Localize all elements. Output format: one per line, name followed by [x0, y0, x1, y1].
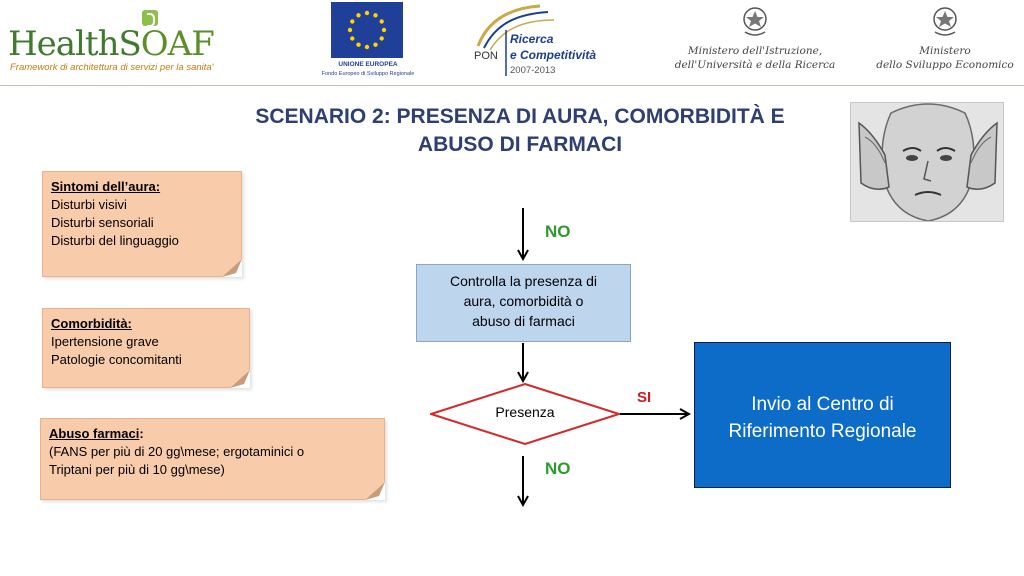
pon-label: PON: [474, 50, 498, 62]
eu-logo: UNIONE EUROPEA Fondo Europeo di Sviluppo…: [303, 2, 433, 82]
page-fold-icon: [230, 370, 250, 388]
label-si: SI: [637, 389, 652, 406]
note-comorbidity-heading: Comorbidità:: [51, 316, 132, 331]
headache-face-image: [850, 102, 1004, 222]
note-aura-symptoms: Sintomi dell’aura: Disturbi visivi Distu…: [42, 171, 242, 277]
page-fold-icon: [222, 259, 242, 277]
regional-center-box: Invio al Centro di Riferimento Regionale: [694, 342, 951, 488]
note-drug-abuse: Abuso farmaci: (FANS per più di 20 gg\me…: [40, 418, 385, 500]
italian-emblem-icon: [933, 7, 957, 36]
eu-label: UNIONE EUROPEA: [338, 61, 398, 68]
page-title: SCENARIO 2: PRESENZA DI AURA, COMORBIDIT…: [255, 105, 785, 156]
decision-diamond: [430, 383, 620, 445]
pon-logo: PON Ricerca e Competitività 2007-2013: [470, 2, 615, 84]
note-abuse-heading: Abuso farmaci: [49, 426, 140, 441]
healthsoaf-tagline: Framework di architettura di servizi per…: [10, 62, 214, 73]
pon-years: 2007-2013: [510, 65, 556, 76]
mise-name: Ministero dello Sviluppo Economico: [876, 45, 1014, 71]
healthsoaf-wordmark: HealthSOAF: [8, 24, 215, 64]
mise-logo: Ministero dello Sviluppo Economico: [870, 2, 1020, 84]
italian-emblem-icon: [743, 7, 767, 36]
healthsoaf-logo: HealthSOAF Framework di architettura di …: [8, 10, 298, 78]
note-abuse-heading-row: Abuso farmaci:: [49, 426, 144, 441]
miur-name: Ministero dell'Istruzione, dell'Universi…: [674, 45, 836, 71]
pon-competitivita: e Competitività: [510, 48, 597, 62]
note-aura-item: Disturbi sensoriali: [51, 215, 154, 230]
header-logos: HealthSOAF Framework di architettura di …: [0, 0, 1024, 86]
note-aura-item: Disturbi visivi: [51, 197, 127, 212]
label-no-bottom: NO: [545, 459, 571, 478]
control-presence-box: Controlla la presenza di aura, comorbidi…: [416, 264, 631, 342]
note-comorbidity-item: Patologie concomitanti: [51, 352, 182, 367]
eu-flag-icon: [331, 2, 403, 58]
healthsoaf-mark-icon: [142, 10, 158, 27]
note-aura-item: Disturbi del linguaggio: [51, 233, 179, 248]
decision-label: Presenza: [495, 404, 555, 420]
eu-fund-label: Fondo Europeo di Sviluppo Regionale: [321, 71, 415, 77]
note-abuse-item: (FANS per più di 20 gg\mese; ergotaminic…: [49, 444, 305, 459]
page-fold-icon: [365, 482, 385, 500]
miur-logo: Ministero dell'Istruzione, dell'Universi…: [660, 2, 850, 84]
note-comorbidity-item: Ipertensione grave: [51, 334, 159, 349]
note-abuse-item: Triptani per più di 10 gg\mese): [49, 462, 225, 477]
pon-ricerca: Ricerca: [510, 32, 554, 46]
note-comorbidity: Comorbidità: Ipertensione grave Patologi…: [42, 308, 250, 388]
pon-swoosh-icon: [476, 4, 555, 76]
label-no-top: NO: [545, 222, 571, 241]
note-aura-heading: Sintomi dell’aura:: [51, 179, 161, 194]
